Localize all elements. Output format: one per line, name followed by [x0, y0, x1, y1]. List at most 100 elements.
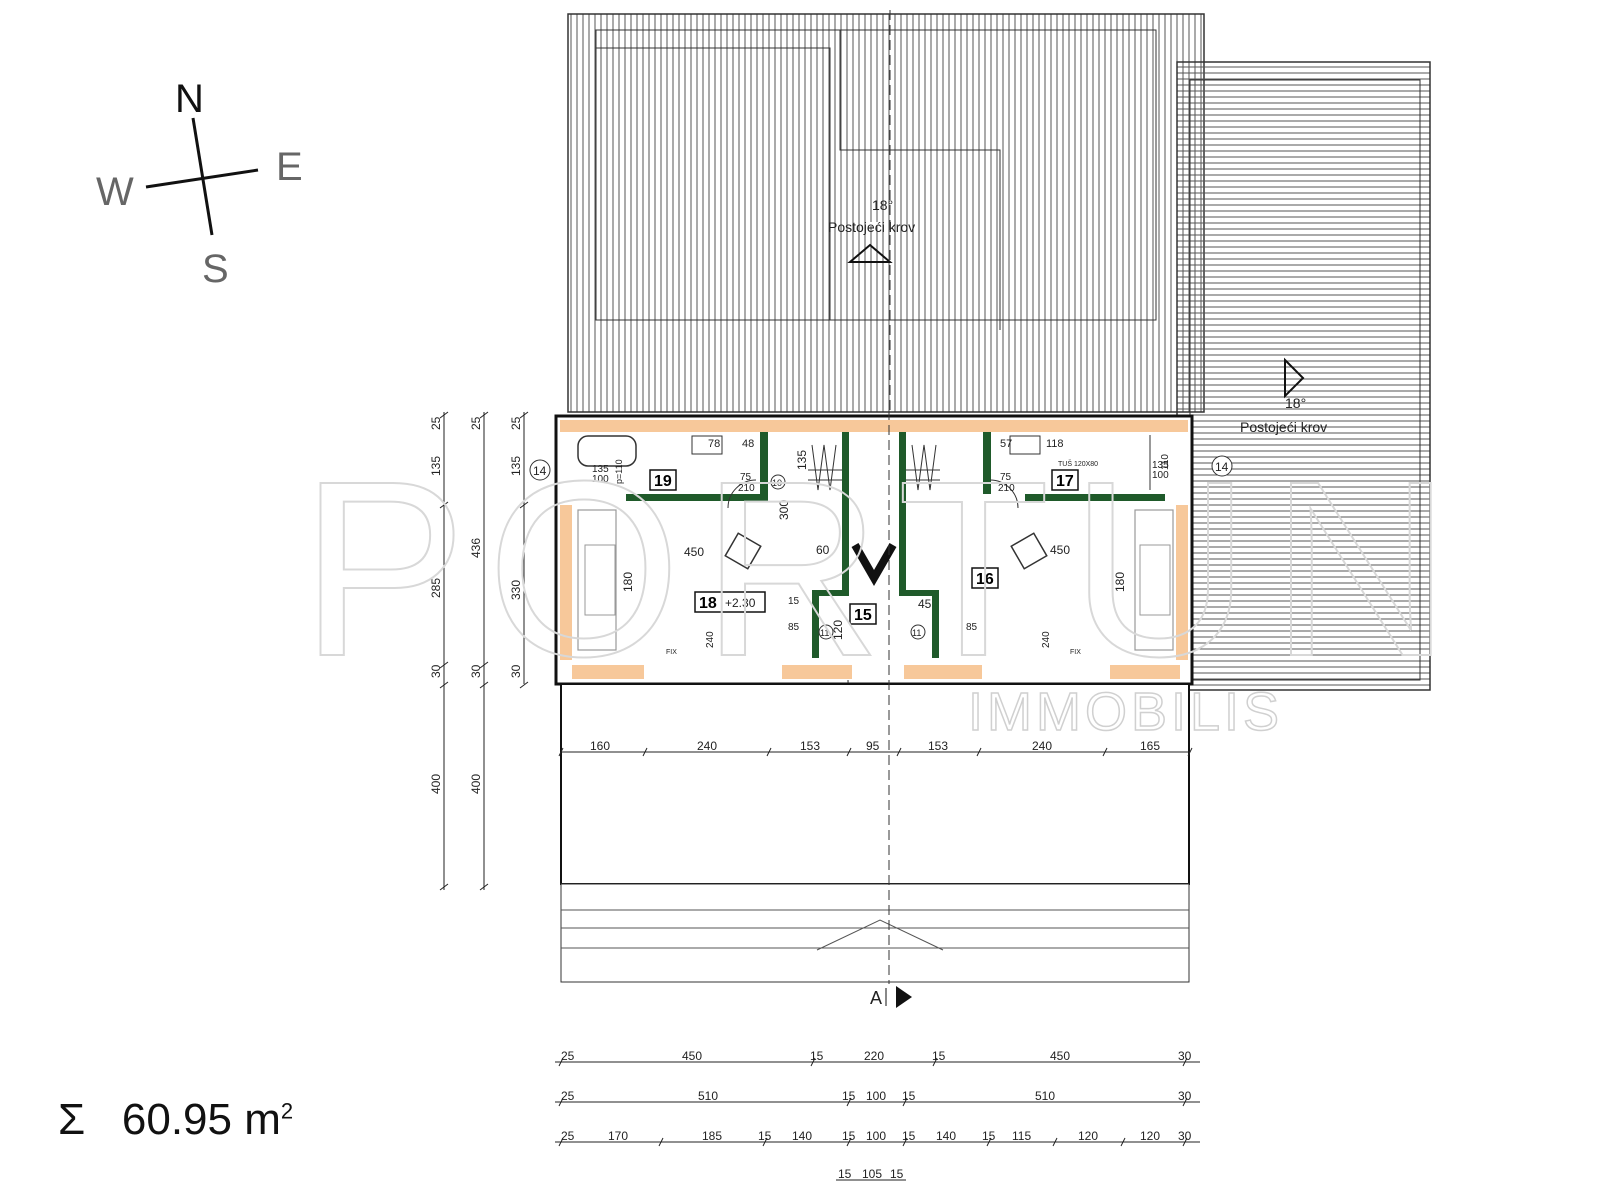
roof-main-label: Postojeći krov: [828, 219, 915, 235]
terrace-dimension-line: [558, 747, 1193, 757]
left-dim-c1-3: 285: [429, 578, 443, 598]
dim-78: 78: [708, 438, 720, 450]
marker-11-right: 11: [912, 628, 921, 638]
label-tus: TUŠ 120X80: [1058, 459, 1098, 468]
dim-r-110: 110: [1160, 454, 1171, 470]
left-dim-c3-2: 135: [509, 456, 523, 476]
row2-dim-5: 15: [902, 1089, 916, 1103]
left-dimension-lines: [439, 411, 529, 891]
row2-dim-6: 510: [1035, 1089, 1055, 1103]
label-fix-right: FIX: [1070, 649, 1081, 656]
dim-door-85-right: 85: [966, 622, 978, 633]
dim-bath-100: 100: [592, 474, 609, 485]
row1-dim-2: 450: [682, 1049, 702, 1063]
row1-dim-1: 25: [561, 1049, 575, 1063]
compass-n: N: [175, 77, 204, 121]
room-16: 16: [976, 571, 994, 588]
row3-dim-5: 140: [792, 1129, 812, 1143]
dim-win-240-left: 240: [705, 631, 716, 648]
dim-120: 120: [831, 620, 845, 640]
row3-dim-7: 100: [866, 1129, 886, 1143]
area-value: 60.95 m: [121, 1095, 281, 1144]
terrace: [560, 410, 1190, 984]
roof-side-label: Postojeći krov: [1240, 419, 1327, 435]
dim-60: 60: [816, 543, 830, 557]
row4-dim-2: 105: [862, 1167, 882, 1181]
dim-r-135: 135: [1152, 460, 1169, 471]
row3-dim-9: 140: [936, 1129, 956, 1143]
row2-dim-1: 25: [561, 1089, 575, 1103]
sigma-symbol: Σ: [58, 1095, 86, 1144]
room-17: 17: [1056, 473, 1074, 490]
dim-bath-135: 135: [592, 464, 609, 475]
row2-dim-7: 30: [1178, 1089, 1192, 1103]
row3-dim-11: 115: [1012, 1129, 1031, 1143]
room-15: 15: [854, 607, 872, 624]
row1-dim-6: 450: [1050, 1049, 1070, 1063]
row3-dim-12: 120: [1078, 1129, 1098, 1143]
dim-stair-135: 135: [795, 450, 809, 470]
left-dim-c3-4: 30: [509, 664, 523, 678]
left-dim-c2-3: 30: [469, 664, 483, 678]
dim-door-85-left: 85: [788, 622, 800, 633]
marker-14-left: 14: [533, 464, 547, 478]
row3-dim-10: 15: [982, 1129, 996, 1143]
row1-dim-4: 220: [864, 1049, 884, 1063]
row2-dim-4: 100: [866, 1089, 886, 1103]
row1-dim-5: 15: [932, 1049, 946, 1063]
terrace-dim-6: 240: [1032, 739, 1052, 753]
row2-dim-3: 15: [842, 1089, 856, 1103]
row3-dim-6: 15: [842, 1129, 856, 1143]
row4-dim-3: 15: [890, 1167, 904, 1181]
left-dim-c1-5: 400: [429, 774, 443, 794]
area-unit-sup: 2: [280, 1098, 294, 1124]
compass-rose: N E S W: [96, 77, 303, 291]
dim-48: 48: [742, 438, 754, 450]
compass-e: E: [276, 145, 303, 189]
building-footprint: [554, 414, 1194, 712]
left-dim-c2-4: 400: [469, 774, 483, 794]
marker-14-right: 14: [1215, 460, 1229, 474]
compass-w: W: [96, 170, 134, 214]
watermark-main: PORTUN: [300, 429, 1471, 708]
dim-room18-450: 450: [684, 545, 704, 559]
existing-roof-side: 18° Postojeći krov: [1176, 61, 1431, 691]
bottom-dimension-lines: [555, 1057, 1200, 1181]
room-18: 18: [699, 595, 717, 612]
row1-dim-7: 30: [1178, 1049, 1192, 1063]
roof-main-angle: 18°: [872, 197, 893, 213]
terrace-dim-7: 165: [1140, 739, 1160, 753]
watermark-sub: IMMOBILIS: [968, 682, 1283, 742]
terrace-dim-1: 160: [590, 739, 610, 753]
left-dim-c3-3: 330: [509, 580, 523, 600]
left-dim-c2-1: 25: [469, 416, 483, 430]
row4-dim-1: 15: [838, 1167, 852, 1181]
dim-door-75: 75: [740, 472, 752, 483]
dim-57: 57: [1000, 438, 1012, 450]
terrace-dim-5: 153: [928, 739, 948, 753]
row3-dim-3: 185: [702, 1129, 722, 1143]
row3-dim-4: 15: [758, 1129, 772, 1143]
terrace-dim-2: 240: [697, 739, 717, 753]
interior-dimensions: 135 100 78 48 75 210 p=110 135 300 60 15…: [592, 438, 1171, 694]
dim-room16-180: 180: [1113, 572, 1127, 592]
label-fix-left: FIX: [666, 649, 677, 656]
room-18-level: +2.30: [725, 596, 756, 610]
row1-dim-3: 15: [810, 1049, 824, 1063]
left-dim-c1-4: 30: [429, 664, 443, 678]
dim-r-100: 100: [1152, 470, 1169, 481]
marker-11-left: 11: [820, 628, 829, 638]
row3-dim-13: 120: [1140, 1129, 1160, 1143]
left-dim-c1-2: 135: [429, 456, 443, 476]
row3-dim-14: 30: [1178, 1129, 1192, 1143]
terrace-dim-4: 95: [866, 739, 880, 753]
row3-dim-1: 25: [561, 1129, 575, 1143]
section-a-label: A: [870, 988, 882, 1008]
section-marker-a: A: [870, 986, 912, 1008]
dim-win-240-right: 240: [1041, 631, 1052, 648]
left-dim-c1-1: 25: [429, 416, 443, 430]
dim-15-stair: 15: [788, 596, 800, 607]
dim-p110: p=110: [614, 459, 624, 484]
terrace-dim-3: 153: [800, 739, 820, 753]
watermark: PORTUN IMMOBILIS: [299, 428, 1471, 743]
